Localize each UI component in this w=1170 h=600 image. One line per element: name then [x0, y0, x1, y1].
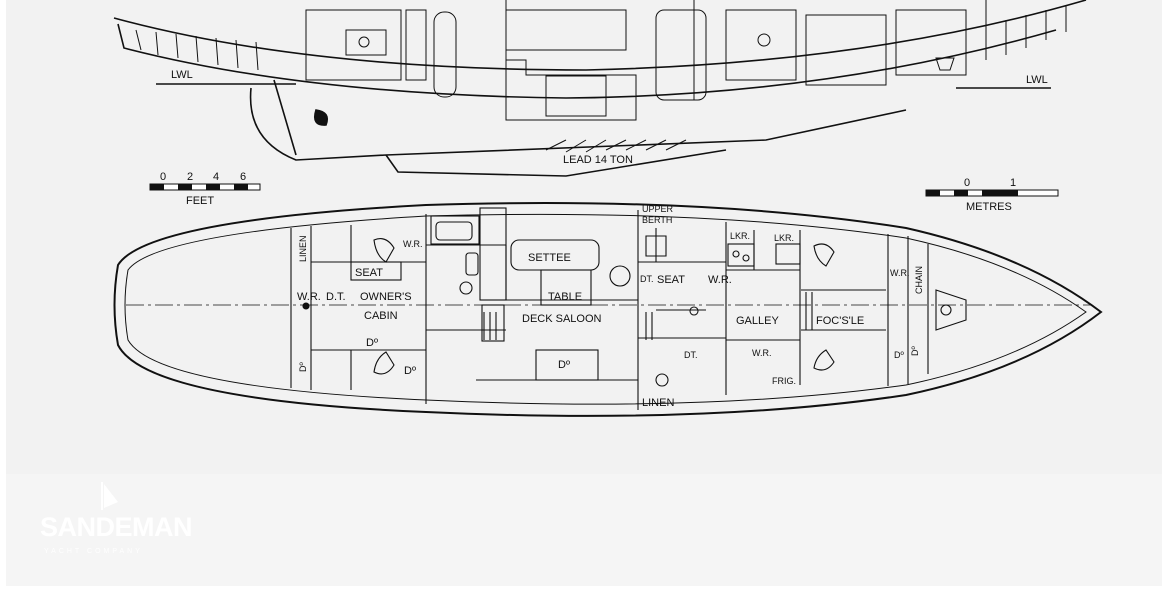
- label-do-saloon: Dº: [558, 359, 570, 371]
- label-do-fwd-1: Dº: [894, 350, 904, 360]
- plan-labels: LINEN W.R. SEAT W.R. D.T. OWNER'S CABIN …: [297, 204, 924, 409]
- label-cabin: CABIN: [364, 310, 398, 322]
- label-berth: BERTH: [642, 215, 672, 225]
- feet-label: FEET: [186, 195, 214, 207]
- profile-interior: [135, 0, 1067, 153]
- feet-tick-4: 4: [213, 171, 219, 183]
- label-linen-aft: LINEN: [298, 235, 308, 262]
- lead-label: LEAD 14 TON: [563, 154, 633, 166]
- label-dt-mid: DT.: [640, 274, 654, 284]
- label-wr-low: W.R.: [752, 348, 772, 358]
- label-deck-saloon: DECK SALOON: [522, 313, 602, 325]
- label-lkr-2: LKR.: [774, 233, 794, 243]
- yacht-layout-drawing: LWL LWL LEAD 14 TON 0 2 4 6 FEET 0 1 MET…: [6, 0, 1162, 474]
- logo-tagline: YACHT COMPANY: [44, 548, 143, 555]
- lwl-right-label: LWL: [1026, 74, 1048, 86]
- label-table: TABLE: [548, 291, 582, 303]
- label-wr-aft: W.R.: [297, 291, 321, 303]
- label-seat-mid: SEAT: [657, 274, 685, 286]
- label-upper: UPPER: [642, 204, 674, 214]
- drawing-frame: LWL LWL LEAD 14 TON 0 2 4 6 FEET 0 1 MET…: [6, 0, 1162, 586]
- label-do-aft-low: Dº: [404, 365, 416, 377]
- label-linen-mid: LINEN: [642, 397, 674, 409]
- logo-name: SANDEMAN: [40, 512, 193, 542]
- label-dt-low: DT.: [684, 350, 698, 360]
- hull-plan: [113, 202, 1103, 417]
- feet-tick-6: 6: [240, 171, 246, 183]
- label-wr-mid: W.R.: [708, 274, 732, 286]
- label-do-fwd-2: Dº: [910, 346, 920, 356]
- label-frig: FRIG.: [772, 376, 796, 386]
- hull-profile: [113, 0, 1087, 177]
- label-owners: OWNER'S: [360, 291, 412, 303]
- label-do-aft-mid: Dº: [366, 337, 378, 349]
- metres-scale: [925, 189, 1059, 197]
- label-seat-aft: SEAT: [355, 267, 383, 279]
- metres-tick-1: 1: [1010, 177, 1016, 189]
- label-chain: CHAIN: [914, 266, 924, 294]
- label-do-aft-side: Dº: [298, 362, 308, 372]
- label-settee: SETTEE: [528, 252, 571, 264]
- metres-tick-0: 0: [964, 177, 970, 189]
- feet-tick-2: 2: [187, 171, 193, 183]
- metres-label: METRES: [966, 201, 1012, 213]
- feet-tick-0: 0: [160, 171, 166, 183]
- sandeman-logo: SANDEMAN YACHT COMPANY: [40, 482, 200, 562]
- label-galley: GALLEY: [736, 315, 779, 327]
- label-wr-aft-top: W.R.: [403, 239, 423, 249]
- label-wr-fwd: W.R.: [890, 268, 910, 278]
- lwl-left-label: LWL: [171, 69, 193, 81]
- feet-scale: [149, 183, 261, 191]
- plan-interior: [290, 207, 967, 410]
- label-focsle: FOC'S'LE: [816, 315, 864, 327]
- label-dt-aft: D.T.: [326, 291, 346, 303]
- label-lkr-1: LKR.: [730, 231, 750, 241]
- sail-icon: [101, 482, 118, 510]
